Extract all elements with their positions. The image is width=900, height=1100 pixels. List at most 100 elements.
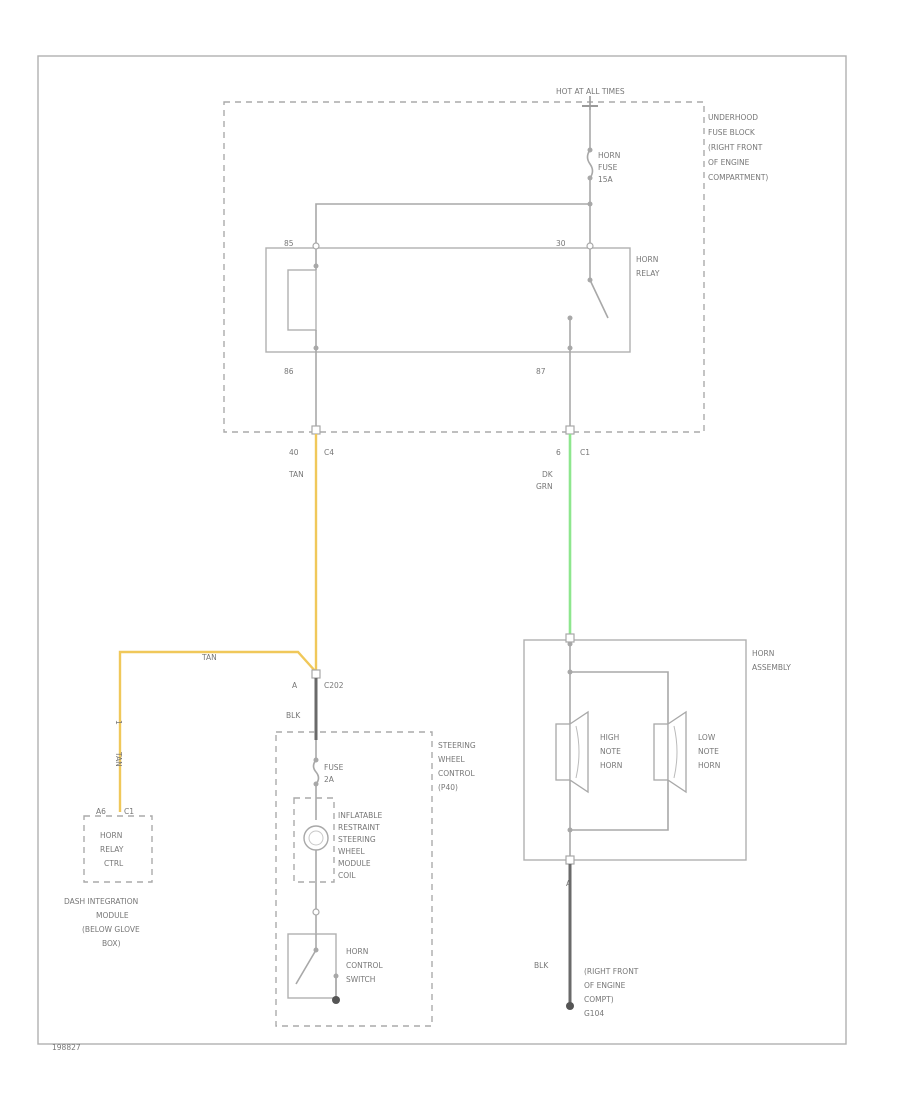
c1-connector-label: C1 bbox=[580, 448, 590, 457]
dim-pin-c1: C1 bbox=[124, 807, 134, 816]
svg-text:OF ENGINE: OF ENGINE bbox=[584, 981, 626, 990]
pin-30-label: 30 bbox=[556, 239, 566, 248]
high-note-horn-icon bbox=[555, 710, 589, 794]
svg-text:HORN: HORN bbox=[698, 761, 720, 770]
horn-ground-pin bbox=[565, 855, 575, 865]
svg-text:HORN: HORN bbox=[346, 947, 368, 956]
fuse-terminal-top bbox=[587, 147, 593, 153]
ground-label: (RIGHT FRONT OF ENGINE COMPT) G104 bbox=[584, 967, 639, 1018]
horn-fuse-symbol bbox=[586, 149, 594, 179]
horn-switch-label: HORN CONTROL SWITCH bbox=[346, 947, 383, 984]
svg-text:RELAY: RELAY bbox=[100, 845, 124, 854]
tan-wire-label-h: TAN bbox=[201, 653, 217, 662]
svg-text:HORN: HORN bbox=[636, 255, 658, 264]
underhood-location-label: UNDERHOOD FUSE BLOCK (RIGHT FRONT OF ENG… bbox=[708, 113, 768, 182]
diagram-code: 198827 bbox=[52, 1043, 81, 1052]
horn-connector-pin bbox=[565, 633, 575, 643]
svg-text:(BELOW GLOVE: (BELOW GLOVE bbox=[82, 925, 140, 934]
svg-text:DASH INTEGRATION: DASH INTEGRATION bbox=[64, 897, 138, 906]
relay-terminal-85 bbox=[312, 242, 320, 250]
clockspring-box bbox=[293, 797, 335, 883]
svg-text:CONTROL: CONTROL bbox=[346, 961, 383, 970]
svg-text:RESTRAINT: RESTRAINT bbox=[338, 823, 380, 832]
grn-wire-label: GRN bbox=[536, 482, 553, 491]
power-label: HOT AT ALL TIMES bbox=[556, 87, 625, 96]
dim-module-box bbox=[83, 815, 153, 883]
clockspring-label: INFLATABLE RESTRAINT STEERING WHEEL MODU… bbox=[338, 811, 382, 880]
steering-label: STEERING WHEEL CONTROL (P40) bbox=[438, 741, 476, 792]
svg-text:STEERING: STEERING bbox=[338, 835, 376, 844]
svg-text:WHEEL: WHEEL bbox=[338, 847, 366, 856]
horn-fuse-label: HORN FUSE 15A bbox=[598, 151, 620, 184]
connector-c4-pin bbox=[311, 425, 321, 435]
steering-fuse-symbol bbox=[312, 759, 320, 785]
svg-text:(P40): (P40) bbox=[438, 783, 458, 792]
coil-feed-wire bbox=[315, 203, 590, 246]
low-note-horn-label: LOW NOTE HORN bbox=[698, 733, 720, 770]
clockspring-coil-symbol bbox=[303, 825, 329, 851]
horn-switch-box bbox=[287, 933, 337, 999]
horn-relay-label: HORN RELAY bbox=[636, 255, 660, 278]
dim-pin-a6: A6 bbox=[96, 807, 106, 816]
svg-text:MODULE: MODULE bbox=[96, 911, 129, 920]
connector-c1-pin bbox=[565, 425, 575, 435]
c202-pin-label: A bbox=[292, 681, 298, 690]
horn-relay-ctrl-label: HORN RELAY CTRL bbox=[100, 831, 124, 868]
diagram-frame bbox=[37, 55, 847, 1045]
svg-text:FUSE: FUSE bbox=[598, 163, 618, 172]
pin-86-label: 86 bbox=[284, 367, 294, 376]
svg-text:CTRL: CTRL bbox=[104, 859, 124, 868]
horn-switch-ground bbox=[332, 996, 340, 1004]
pin-87-label: 87 bbox=[536, 367, 546, 376]
svg-text:BOX): BOX) bbox=[102, 939, 121, 948]
c202-connector-label: C202 bbox=[324, 681, 344, 690]
dim-wire-circuit: 1 bbox=[114, 720, 123, 725]
horn-assembly-box bbox=[523, 639, 747, 861]
dim-label: DASH INTEGRATION MODULE (BELOW GLOVE BOX… bbox=[64, 897, 140, 948]
svg-text:HORN: HORN bbox=[752, 649, 774, 658]
underhood-fuse-block bbox=[223, 101, 705, 433]
svg-text:15A: 15A bbox=[598, 175, 614, 184]
dim-wire-color: TAN bbox=[114, 751, 123, 767]
svg-text:(RIGHT FRONT: (RIGHT FRONT bbox=[708, 143, 763, 152]
steering-fuse-label: FUSE 2A bbox=[324, 763, 344, 784]
svg-text:HORN: HORN bbox=[600, 761, 622, 770]
svg-text:RELAY: RELAY bbox=[636, 269, 660, 278]
svg-text:(RIGHT FRONT: (RIGHT FRONT bbox=[584, 967, 639, 976]
horn-switch-arm bbox=[295, 949, 317, 985]
ground-g104-symbol bbox=[566, 1002, 574, 1010]
svg-text:COMPARTMENT): COMPARTMENT) bbox=[708, 173, 768, 182]
svg-text:NOTE: NOTE bbox=[600, 747, 621, 756]
svg-text:SWITCH: SWITCH bbox=[346, 975, 375, 984]
svg-text:HIGH: HIGH bbox=[600, 733, 619, 742]
svg-text:G104: G104 bbox=[584, 1009, 604, 1018]
high-note-horn-label: HIGH NOTE HORN bbox=[600, 733, 622, 770]
svg-text:COMPT): COMPT) bbox=[584, 995, 614, 1004]
svg-text:2A: 2A bbox=[324, 775, 335, 784]
c1-pin-label: 6 bbox=[556, 448, 561, 457]
c4-connector-label: C4 bbox=[324, 448, 334, 457]
svg-text:INFLATABLE: INFLATABLE bbox=[338, 811, 382, 820]
relay-switch-arm bbox=[589, 279, 609, 319]
tan-wire-to-dim bbox=[118, 650, 317, 812]
c202-wire-label: BLK bbox=[286, 711, 301, 720]
c202-pin bbox=[311, 669, 321, 679]
blk-wire-label: BLK bbox=[534, 961, 549, 970]
c4-pin-label: 40 bbox=[289, 448, 299, 457]
svg-text:NOTE: NOTE bbox=[698, 747, 719, 756]
relay-terminal-30 bbox=[586, 242, 594, 250]
svg-text:HORN: HORN bbox=[100, 831, 122, 840]
svg-text:FUSE: FUSE bbox=[324, 763, 344, 772]
svg-text:FUSE BLOCK: FUSE BLOCK bbox=[708, 128, 756, 137]
svg-text:COIL: COIL bbox=[338, 871, 356, 880]
svg-text:UNDERHOOD: UNDERHOOD bbox=[708, 113, 758, 122]
horn-relay bbox=[265, 247, 631, 353]
horn-assembly-label: HORN ASSEMBLY bbox=[752, 649, 791, 672]
svg-text:OF ENGINE: OF ENGINE bbox=[708, 158, 750, 167]
relay-coil bbox=[287, 269, 317, 331]
svg-text:LOW: LOW bbox=[698, 733, 716, 742]
svg-text:MODULE: MODULE bbox=[338, 859, 371, 868]
dk-wire-label: DK bbox=[542, 470, 554, 479]
svg-text:ASSEMBLY: ASSEMBLY bbox=[752, 663, 791, 672]
